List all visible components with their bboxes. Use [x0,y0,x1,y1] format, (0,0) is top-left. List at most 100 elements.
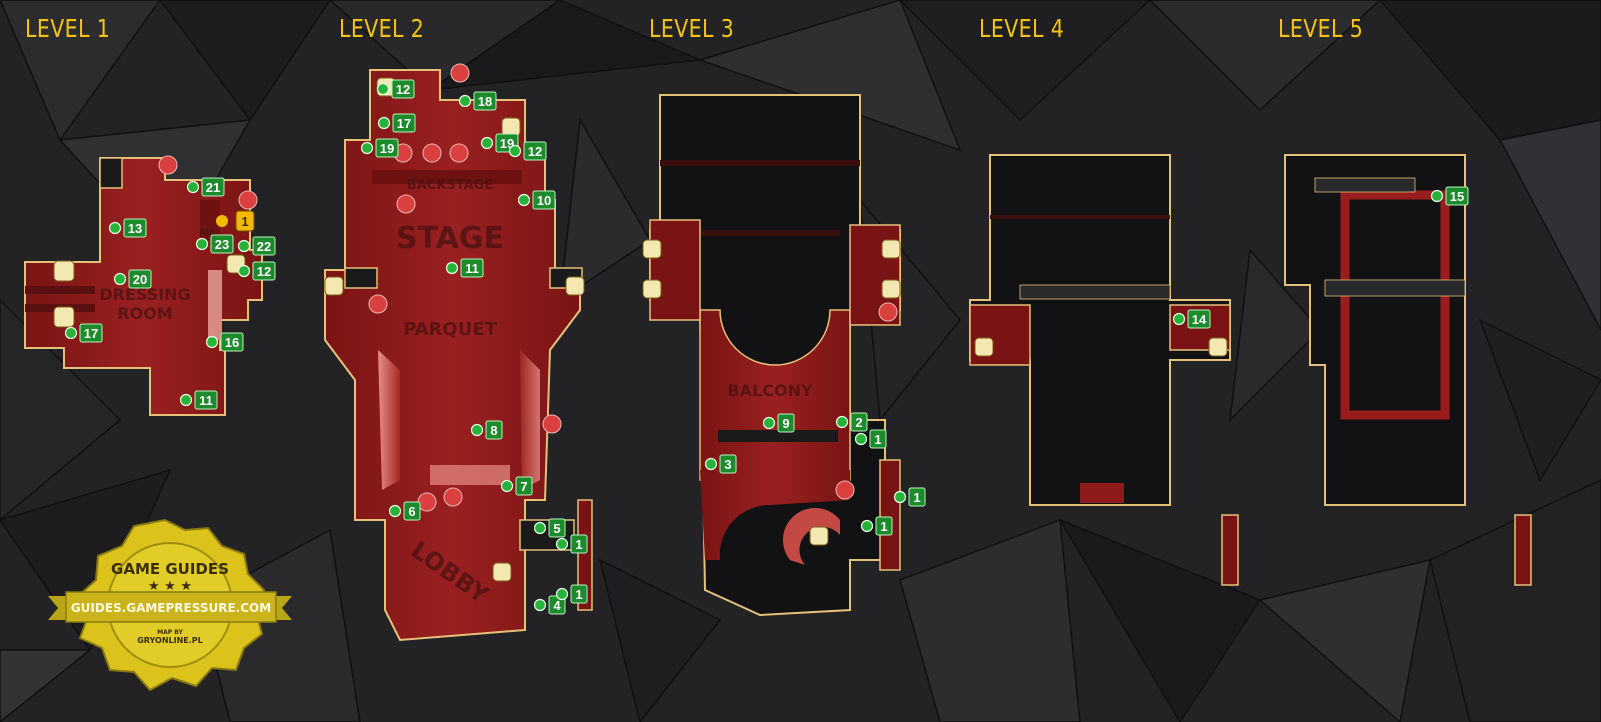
marker-number-label: 17 [397,116,411,131]
numbered-marker-l2-19[interactable]: 19 [360,138,399,158]
dressing-room-label-2: ROOM [117,304,172,323]
numbered-marker-l1-13[interactable]: 13 [108,218,147,238]
marker-number-label: 1 [874,432,881,447]
numbered-marker-l3-2[interactable]: 2 [835,412,868,432]
stairs-icon [642,279,662,299]
marker-number-box [777,413,795,433]
marker-dot [186,180,200,194]
numbered-marker-l3-3[interactable]: 3 [704,454,737,474]
level-1-title: LEVEL 1 [25,14,111,43]
badge-stars: ★ ★ ★ [148,579,192,594]
marker-number-label: 1 [575,587,582,602]
marker-number-box [869,429,887,449]
marker-number-label: 23 [215,237,229,252]
marker-dot [458,94,472,108]
stairs-icon [974,337,994,357]
marker-number-box [719,454,737,474]
numbered-marker-l1-23[interactable]: 23 [195,234,234,254]
marker-number-label: 2 [855,415,862,430]
marker-number-box [201,177,225,197]
marker-dot [1172,312,1186,326]
marker-number-label: 4 [553,598,561,613]
numbered-marker-l1-17[interactable]: 17 [64,323,103,343]
camera-icon [450,63,470,83]
numbered-marker-l3-1[interactable]: 1 [860,516,893,536]
numbered-marker-l2-10[interactable]: 10 [517,190,556,210]
marker-number-box [485,420,503,440]
marker-dot [533,598,547,612]
numbered-marker-l2-18[interactable]: 18 [458,91,497,111]
marker-number-box [460,258,484,278]
marker-dot [508,144,522,158]
objective-marker[interactable]: 1 [216,210,255,232]
marker-number-box [875,516,893,536]
stairs-icon [881,239,901,259]
numbered-marker-l2-6[interactable]: 6 [388,501,421,521]
numbered-marker-l3-1[interactable]: 1 [854,429,887,449]
marker-number-label: 5 [553,521,560,536]
marker-number-label: 11 [465,261,479,276]
numbered-marker-l1-16[interactable]: 16 [205,332,244,352]
camera-icon [368,294,388,314]
numbered-marker-l1-21[interactable]: 21 [186,177,225,197]
numbered-marker-l2-8[interactable]: 8 [470,420,503,440]
marker-number-label: 1 [880,519,887,534]
stairs-icon [492,562,512,582]
marker-dot [762,416,776,430]
marker-number-label: 15 [1450,189,1464,204]
marker-number-box [1187,309,1211,329]
dressing-room-label: DRESSING [99,285,190,304]
numbered-marker-l2-4[interactable]: 4 [533,595,566,615]
marker-dot [205,335,219,349]
numbered-marker-l2-5[interactable]: 5 [533,518,566,538]
numbered-marker-l1-11[interactable]: 11 [179,390,218,410]
marker-number-box [548,518,566,538]
numbered-marker-l2-1[interactable]: 1 [555,584,588,604]
stairs-icon [1208,337,1228,357]
level-3-plan: BALCONY [649,94,901,617]
numbered-marker-l1-22[interactable]: 22 [237,236,276,256]
marker-number-label: 14 [1192,312,1207,327]
numbered-marker-l5-15[interactable]: 15 [1430,186,1469,206]
marker-dot [1430,189,1444,203]
stage-label: STAGE [396,221,504,256]
numbered-marker-l2-7[interactable]: 7 [500,476,533,496]
computer-terminal-icon [417,492,437,512]
camera-icon [158,155,178,175]
numbered-marker-l2-1[interactable]: 1 [555,534,588,554]
numbered-marker-l3-9[interactable]: 9 [762,413,795,433]
marker-dot [555,587,569,601]
numbered-marker-l3-1[interactable]: 1 [893,487,926,507]
marker-dot [470,423,484,437]
marker-number-box [570,584,588,604]
marker-dot [555,537,569,551]
marker-dot [113,272,127,286]
stairs-icon [881,279,901,299]
marker-dot [860,519,874,533]
parquet-label: PARQUET [403,319,498,340]
gamepressure-badge-logo: GAME GUIDES ★ ★ ★ GUIDES.GAMEPRESSURE.CO… [48,518,292,692]
numbered-marker-l4-14[interactable]: 14 [1172,309,1211,329]
marker-number-label: 12 [396,82,410,97]
marker-dot [377,116,391,130]
numbered-marker-l2-17[interactable]: 17 [377,113,416,133]
numbered-marker-l2-11[interactable]: 11 [445,258,484,278]
camera-icon [238,190,258,210]
numbered-marker-l2-12[interactable]: 12 [508,141,547,161]
marker-number-label: 12 [257,264,271,279]
stairs-icon [324,276,344,296]
numbered-marker-l1-20[interactable]: 20 [113,269,152,289]
balcony-label: BALCONY [727,381,813,400]
computer-terminal-icon [449,143,469,163]
marker-number-box [570,534,588,554]
marker-dot [480,136,494,150]
badge-credit-1: MAP BY [157,629,183,636]
numbered-marker-l2-12[interactable]: 12 [376,79,415,99]
marker-number-box [220,332,244,352]
marker-number-label: 13 [128,221,142,236]
marker-number-label: 16 [225,335,239,350]
marker-dot [376,82,390,96]
marker-number-label: 9 [782,416,789,431]
numbered-marker-l1-12[interactable]: 12 [237,261,276,281]
marker-number-box [515,476,533,496]
